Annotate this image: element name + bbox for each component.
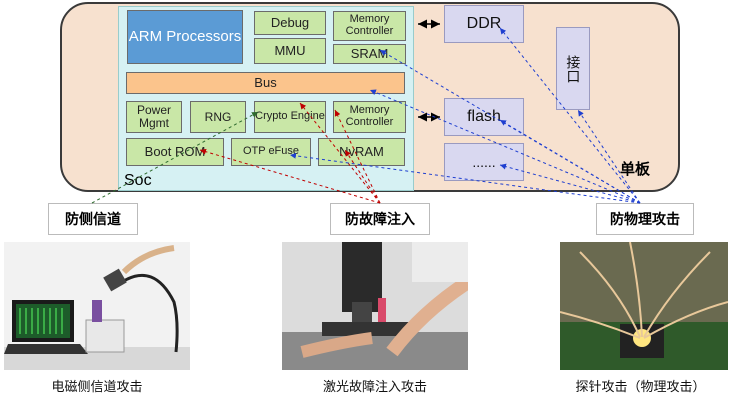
otp-efuse-block: OTP eFuse [231,138,311,166]
probe-attack-photo [560,242,728,370]
fault-arrow-bootrom [199,148,381,204]
rng-block: RNG [190,101,246,133]
side-channel-label: 防侧信道 [48,203,138,235]
physical-arrow-more [499,163,641,204]
soc-label: Soc [124,172,152,189]
caption-em-side-channel: 电磁侧信道攻击 [51,379,143,394]
board-label: 单板 [620,161,651,178]
caption-probe-attack: 探针攻击（物理攻击） [575,379,706,394]
fault-arrow-nvram [344,149,381,204]
caption-laser-fault-injection: 激光故障注入攻击 [322,379,427,394]
fault-arrow-crypto [299,102,381,204]
memory-controller-top: Memory Controller [333,11,406,41]
ddr-block: DDR [444,5,524,43]
mmu-block: MMU [254,38,326,64]
debug-block: Debug [254,11,326,35]
laser-fault-injection-photo [282,242,468,370]
physical-arrow-flash [499,119,641,204]
interface-block: 接口 [556,27,590,110]
arm-processors: ARM Processors [127,10,243,64]
sram-block: SRAM [333,44,406,64]
crypto-engine-block: Crypto Engine [254,101,326,133]
memory-controller-bottom: Memory Controller [333,101,406,133]
side-channel-arrow [91,111,259,204]
fault-arrow-memctrl [334,109,381,204]
fault-injection-label: 防故障注入 [330,203,430,235]
boot-rom-block: Boot ROM [126,138,224,166]
em-side-channel-photo [4,242,190,370]
physical-attack-label: 防物理攻击 [596,203,694,235]
bus-block: Bus [126,72,405,94]
physical-arrow-bus [369,89,641,204]
nvram-block: NvRAM [318,138,405,166]
flash-block: flash [444,98,524,136]
physical-arrow-otp [289,152,641,204]
physical-arrow-interface [577,109,641,204]
physical-arrow-ddr [499,27,641,204]
power-mgmt-block: Power Mgmt [126,101,182,133]
